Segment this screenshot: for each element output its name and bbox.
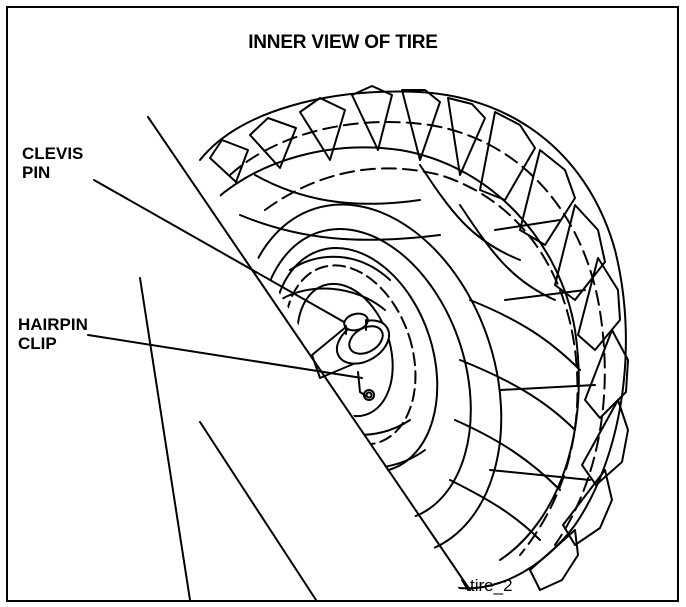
tread-lug bbox=[299, 97, 346, 161]
frame-edge-line bbox=[199, 421, 317, 601]
diagram-frame bbox=[6, 6, 679, 602]
hairpin-clip-loop-inner bbox=[365, 391, 373, 399]
rim-arc bbox=[279, 287, 386, 311]
frame-edge-line bbox=[147, 116, 471, 591]
tread-lug bbox=[584, 329, 629, 419]
tread-chevron bbox=[489, 469, 591, 481]
tread-lug bbox=[554, 204, 606, 301]
clevis-pin-label: CLEVIS PIN bbox=[22, 144, 84, 182]
tread-chevron bbox=[239, 214, 441, 241]
figure-id-label: tire_2 bbox=[470, 576, 513, 595]
tire-inner-carcass bbox=[214, 146, 580, 561]
tread-lug bbox=[249, 117, 297, 169]
clevis-pin-leader bbox=[93, 179, 345, 323]
tread-lug bbox=[447, 97, 486, 176]
rim-arc bbox=[289, 255, 391, 281]
clevis-pin-shank bbox=[345, 319, 367, 335]
figure-id-leader bbox=[461, 579, 469, 591]
tread-chevron bbox=[449, 479, 541, 541]
tread-chevron bbox=[254, 174, 421, 205]
tread-groove bbox=[264, 167, 579, 556]
tread-lug bbox=[351, 85, 393, 151]
tread-chevron bbox=[499, 384, 596, 391]
diagram-border bbox=[6, 6, 679, 602]
hairpin-clip-label: HAIRPIN CLIP bbox=[18, 315, 88, 353]
tread-lug bbox=[519, 149, 576, 246]
tread-chevron bbox=[419, 164, 521, 261]
frame-edge-line bbox=[139, 277, 191, 601]
tread-centerline bbox=[229, 121, 606, 546]
hairpin-clip-loop bbox=[363, 389, 375, 401]
tread-lug bbox=[401, 89, 441, 161]
tread-lug bbox=[529, 529, 579, 591]
tread-chevron bbox=[459, 359, 576, 431]
tread-chevron bbox=[494, 219, 561, 231]
axle-assembly bbox=[311, 312, 391, 401]
tread-lug bbox=[562, 469, 613, 546]
tread-lug bbox=[209, 139, 249, 183]
tread-lug bbox=[581, 399, 629, 486]
tread-chevron bbox=[504, 289, 586, 301]
tread-lug bbox=[479, 111, 536, 201]
hairpin-clip-leader bbox=[87, 334, 363, 379]
clevis-pin-head bbox=[343, 312, 369, 332]
diagram-title: INNER VIEW OF TIRE bbox=[248, 32, 438, 53]
tread-lug bbox=[577, 257, 621, 351]
tread-chevron bbox=[459, 204, 556, 301]
tread-chevron bbox=[469, 299, 581, 371]
